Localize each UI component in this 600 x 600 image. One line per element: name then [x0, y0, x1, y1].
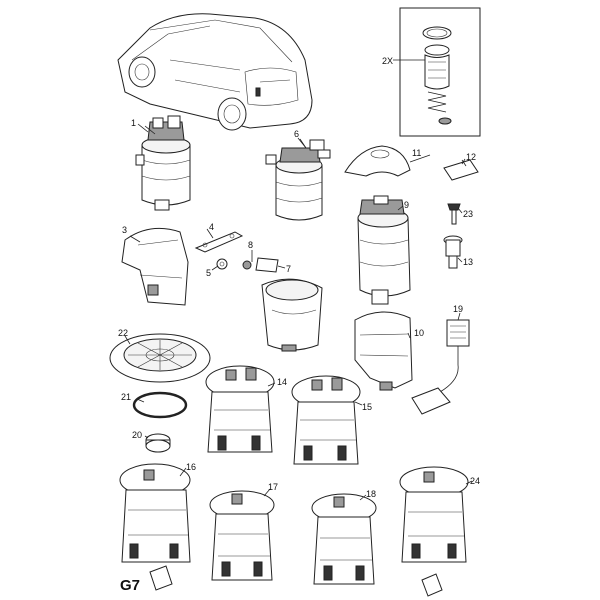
callout-18: 18 — [366, 489, 376, 499]
part-12-pad — [443, 159, 479, 181]
callout-3: 3 — [122, 225, 127, 235]
part-14-pump-module — [205, 365, 275, 453]
callout-10: 10 — [414, 328, 424, 338]
leader-lines — [124, 123, 473, 501]
page-code-label: G7 — [120, 577, 140, 594]
filter-kit-inset — [393, 7, 481, 137]
part-7-bracket — [261, 278, 323, 352]
callout-11: 11 — [412, 148, 421, 158]
callout-9: 9 — [404, 200, 409, 210]
callout-1: 1 — [131, 118, 136, 128]
part-20-ring — [145, 433, 171, 453]
part-19-level-sender — [411, 319, 470, 415]
callout-19: 19 — [453, 304, 463, 314]
part-21-oring — [132, 391, 188, 419]
callout-24: 24 — [470, 476, 480, 486]
callout-6: 6 — [294, 129, 299, 139]
callout-7: 7 — [286, 264, 291, 274]
part-5-nut — [216, 258, 228, 270]
callout-23: 23 — [463, 209, 473, 219]
callout-22: 22 — [118, 328, 128, 338]
callout-4: 4 — [209, 222, 214, 232]
part-4-strap — [194, 231, 244, 253]
part-6-fuel-filter — [265, 137, 331, 221]
callout-16: 16 — [186, 462, 196, 472]
callout-17: 17 — [268, 482, 278, 492]
callout-20: 20 — [132, 430, 142, 440]
callout-15: 15 — [362, 402, 372, 412]
part-16-pump-module — [119, 463, 191, 591]
part-24-pump-module — [399, 466, 469, 597]
callout-12: 12 — [466, 152, 476, 162]
callout-14: 14 — [277, 377, 287, 387]
callout-8: 8 — [248, 240, 253, 250]
hatchback-car-icon — [117, 13, 313, 131]
part-17-pump-module — [209, 490, 275, 581]
callout-21: 21 — [121, 392, 131, 402]
inset-quantity-label: 2X — [382, 56, 393, 66]
part-8-clip — [242, 257, 279, 273]
part-15-pump-module — [291, 375, 361, 465]
part-22-seal — [109, 333, 211, 383]
part-23-bolt — [447, 203, 461, 225]
part-10-bracket — [354, 311, 413, 391]
part-9-fuel-filter — [357, 195, 411, 305]
part-1-fuel-filter — [135, 115, 191, 211]
part-3-bracket — [121, 227, 189, 306]
part-11-cover — [344, 145, 411, 177]
callout-13: 13 — [463, 257, 473, 267]
part-13-connector — [443, 235, 463, 269]
callout-5: 5 — [206, 268, 211, 278]
part-18-pump-module — [311, 493, 377, 585]
